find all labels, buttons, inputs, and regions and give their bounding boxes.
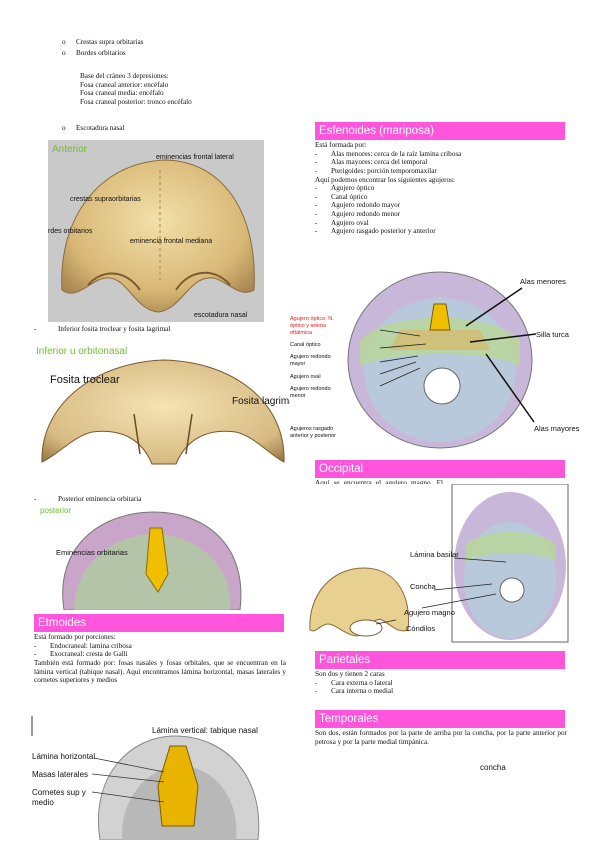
- figure-label: oftálmica: [290, 330, 313, 336]
- figure-label: eminencias frontal lateral: [156, 154, 234, 161]
- figure-label: Agujero redondo: [290, 354, 331, 360]
- occipital-heading: Occipital: [315, 460, 565, 478]
- escotadura-bullet: o Escotadura nasal: [62, 124, 125, 132]
- top-bullets: o Crestas supra orbitarias o Bordes orbi…: [62, 38, 262, 60]
- figure-label: Lámina vertical: tabique nasal: [152, 726, 258, 735]
- figure-label: Fosita lagrima: [232, 396, 290, 407]
- figure-title: Anterior: [52, 144, 88, 155]
- list-item: -Pterigoides: porción temporomaxilar: [315, 166, 437, 175]
- list-item: -Agujero óptico: [315, 184, 375, 193]
- figure-label: Lámina basilar: [410, 550, 459, 559]
- bullet-icon: o: [62, 49, 66, 57]
- list-item: -Cara externa o lateral: [315, 678, 393, 687]
- etmoides-image: [31, 716, 260, 840]
- figure-label: medio: [32, 798, 54, 807]
- figure-label: Agujeros rasgado: [290, 426, 334, 432]
- parietales-heading: Parietales: [315, 651, 565, 669]
- figure-label: menor: [290, 393, 306, 399]
- figure-label: Eminencias orbitarias: [56, 548, 128, 557]
- occipital-image: [309, 484, 569, 643]
- figure-label: Fosita troclear: [50, 374, 120, 386]
- figure-label: crestas supraorbitarias: [70, 196, 141, 203]
- figure-label: Agujero óptico: N.: [290, 316, 334, 322]
- list-item: -Cara interna o medial: [315, 687, 394, 696]
- figure-label: Canal óptico: [290, 342, 321, 348]
- list-item: -Agujero rasgado posterior y anterior: [315, 227, 436, 236]
- figure-label: escotadura nasal: [194, 312, 248, 319]
- figure-title: posterior: [40, 506, 72, 515]
- figure-label: rdes orbitarios: [48, 228, 93, 235]
- list-item: -Canal óptico: [315, 192, 368, 201]
- cranial-base-image: [347, 271, 537, 449]
- etmoides-heading: Etmoides: [34, 614, 284, 632]
- figure-label: anterior y posterior: [290, 433, 336, 439]
- frontal-anterior-figure: Anterior eminencias frontal lateral cres…: [48, 140, 264, 322]
- posterior-item: - Posterior eminencia orbitaria: [34, 494, 142, 503]
- list-item: -Alas menores: cerca de la raíz lamina c…: [315, 149, 462, 158]
- figure-label: Masas laterales: [32, 770, 89, 779]
- figure-label: Cornetes sup y: [32, 788, 86, 797]
- inferior-item: - Inferior fosita troclear y fosita lagr…: [34, 325, 171, 333]
- etmoides-text: Está formado por porciones: -Endocraneal…: [34, 633, 286, 685]
- esfenoides-heading: Esfenoides (mariposa): [315, 122, 565, 140]
- figure-label: eminencia frontal mediana: [130, 238, 213, 245]
- temporales-text: Son dos, están formados por la parte de …: [315, 729, 567, 746]
- bullet-icon: o: [62, 38, 66, 46]
- figure-label: Agujero magno: [404, 608, 455, 617]
- parietales-text: Son dos y tienen 2 caras -Cara externa o…: [315, 670, 567, 696]
- figure-label: Alas menores: [520, 277, 566, 286]
- figure-label: Cóndilos: [406, 624, 436, 633]
- base-craneo-text: Base del cráneo 3 depresiones: Fosa cran…: [80, 72, 192, 106]
- list-item: -Agujero redondo menor: [315, 210, 401, 219]
- figure-label: Alas mayores: [534, 424, 580, 433]
- figure-label: Agujero redondo: [290, 386, 331, 392]
- figure-label: Lámina horizontal: [32, 752, 96, 761]
- list-item: o Bordes orbitarios: [62, 49, 126, 57]
- list-item: -Agujero redondo mayor: [315, 201, 401, 210]
- temporales-heading: Temporales: [315, 710, 565, 728]
- etmoides-figure: Lámina vertical: tabique nasal Lámina ho…: [30, 716, 280, 840]
- list-item: -Alas mayores: cerca del temporal: [315, 158, 428, 167]
- figure-label: Agujero oval: [290, 374, 321, 380]
- frontal-inferior-figure: Inferior u orbitonasal Fosita troclear F…: [36, 344, 290, 468]
- list-item: -Agujero oval: [315, 218, 369, 227]
- figure-label: Concha: [410, 582, 436, 591]
- list-item: o Crestas supra orbitarias: [62, 38, 144, 46]
- figure-label: Silla turca: [536, 330, 569, 339]
- occipital-figure: Lámina basilar Concha Agujero magno Cónd…: [306, 484, 570, 644]
- frontal-posterior-figure: posterior Eminencias orbitarias: [34, 504, 264, 610]
- concha-label: concha: [480, 763, 506, 772]
- figure-label: mayor: [290, 361, 306, 367]
- frontal-posterior-image: [62, 511, 242, 610]
- bullet-icon: o: [62, 124, 66, 132]
- list-item: -Exocraneal: cresta de Galli: [34, 650, 128, 659]
- figure-label: óptico y arteria: [290, 323, 327, 329]
- esfenoides-text: Está formada por: -Alas menores: cerca d…: [315, 141, 567, 236]
- figure-title: Inferior u orbitonasal: [36, 346, 128, 357]
- frontal-bone-image: [61, 159, 255, 313]
- esfenoides-figure: Agujero óptico: N. óptico y arteria oftá…: [290, 270, 590, 452]
- frontal-inferior-image: [41, 359, 285, 465]
- list-item: -Endocraneal: lamina cribosa: [34, 641, 132, 650]
